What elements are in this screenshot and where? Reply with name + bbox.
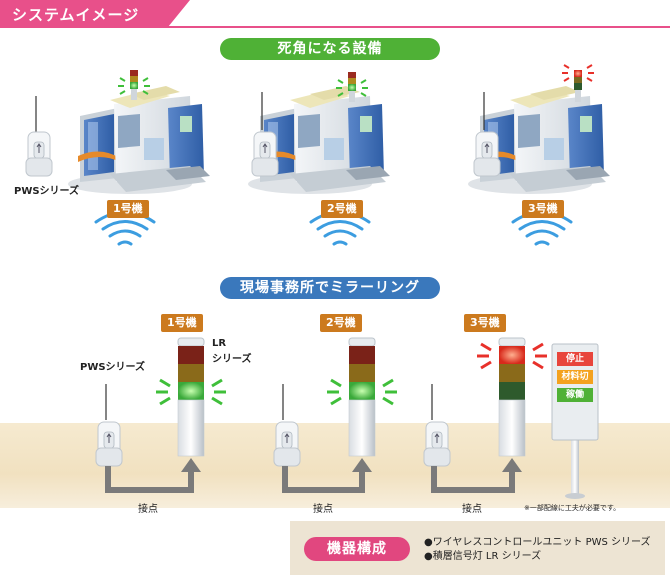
bottom-machine-2-badge: 2号機 [320,314,362,332]
arrow-head-2 [352,458,372,472]
top-pws-3 [473,92,501,177]
lr-tower-2 [327,337,397,457]
board-item-running: 稼働 [557,388,593,402]
contact-label-2: 接点 [313,504,333,515]
bottom-pws-label: PWSシリーズ [80,362,146,373]
header-underline [0,26,670,28]
top-pws-2 [251,92,279,177]
arrow-head-1 [181,458,201,472]
lr-label-line1: LR [212,338,227,349]
lr-tower-3 [477,337,547,457]
contact-label-1: 接点 [138,504,158,515]
contact-label-3: 接点 [462,504,482,515]
bottom-pws-1 [95,384,123,467]
header-tab: システムイメージ [0,0,190,28]
footer-item-pws: ●ワイヤレスコントロールユニット PWS シリーズ [424,537,651,548]
footer-item-lr: ●積層信号灯 LR シリーズ [424,551,542,562]
top-tower-1 [118,70,150,100]
status-board [551,343,599,499]
lr-label-line2: シリーズ [212,354,252,365]
machine-1 [68,86,210,194]
top-pws-label: PWSシリーズ [14,186,80,197]
bottom-pws-2 [273,384,301,467]
top-pws-1 [25,96,53,177]
header-title: システムイメージ [12,6,140,24]
lr-tower-1 [156,337,226,457]
bottom-machine-3-badge: 3号機 [464,314,506,332]
contact-arrow-1 [105,466,194,493]
office-mirroring-pill: 現場事務所でミラーリング [220,277,440,299]
top-tower-3 [562,64,594,102]
top-machine-3-badge: 3号機 [522,200,564,218]
board-item-stop: 停止 [557,352,593,366]
contact-arrow-3 [431,466,515,493]
top-tower-2 [336,72,368,102]
contact-arrow-2 [282,466,365,493]
top-machine-1-badge: 1号機 [107,200,149,218]
wiring-note: ※一部配線に工夫が必要です。 [524,504,621,512]
arrow-head-3 [502,458,522,472]
blind-spot-pill: 死角になる設備 [220,38,440,60]
bottom-machine-1-badge: 1号機 [161,314,203,332]
top-machine-2-badge: 2号機 [321,200,363,218]
bottom-pws-3 [423,384,451,467]
board-item-material-out: 材料切 [557,370,593,384]
equipment-config-pill: 機器構成 [304,537,410,561]
